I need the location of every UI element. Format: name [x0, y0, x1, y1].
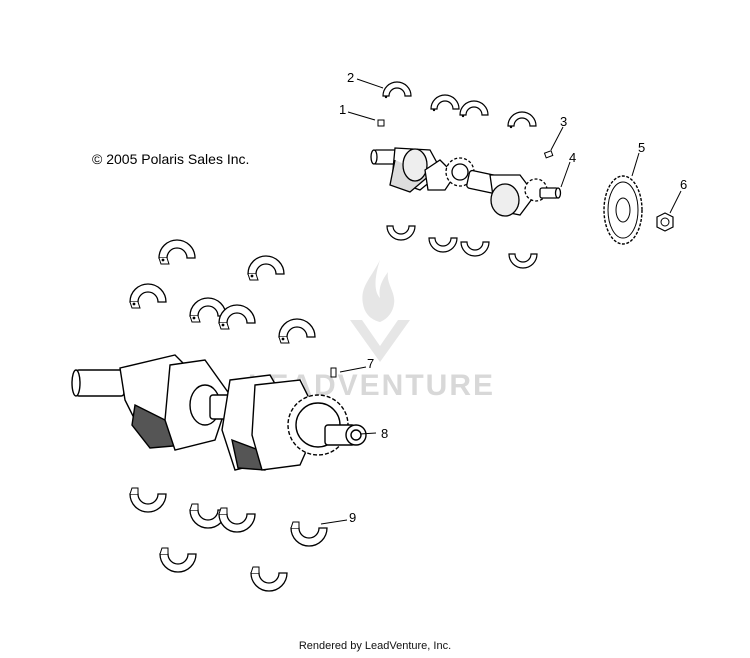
gear-nut — [656, 212, 674, 232]
footer-credit: Rendered by LeadVenture, Inc. — [298, 640, 452, 652]
watermark-logo — [350, 260, 410, 362]
drive-gear — [603, 175, 643, 245]
callout-4: 4 — [569, 150, 577, 165]
callout-8: 8 — [381, 426, 389, 441]
key-small — [377, 119, 385, 127]
callout-1: 1 — [339, 102, 347, 117]
upper-crankshaft — [370, 147, 562, 217]
callout-9: 9 — [349, 510, 357, 525]
leader-lines — [320, 78, 682, 525]
callout-3: 3 — [560, 114, 568, 129]
callout-2: 2 — [347, 70, 355, 85]
copyright-text: © 2005 Polaris Sales Inc. — [92, 151, 250, 167]
callout-6: 6 — [680, 177, 688, 192]
main-crankshaft — [71, 354, 367, 471]
callout-5: 5 — [638, 140, 646, 155]
callout-7: 7 — [367, 356, 375, 371]
woodruff-key — [543, 150, 554, 159]
crank-key — [330, 367, 337, 378]
